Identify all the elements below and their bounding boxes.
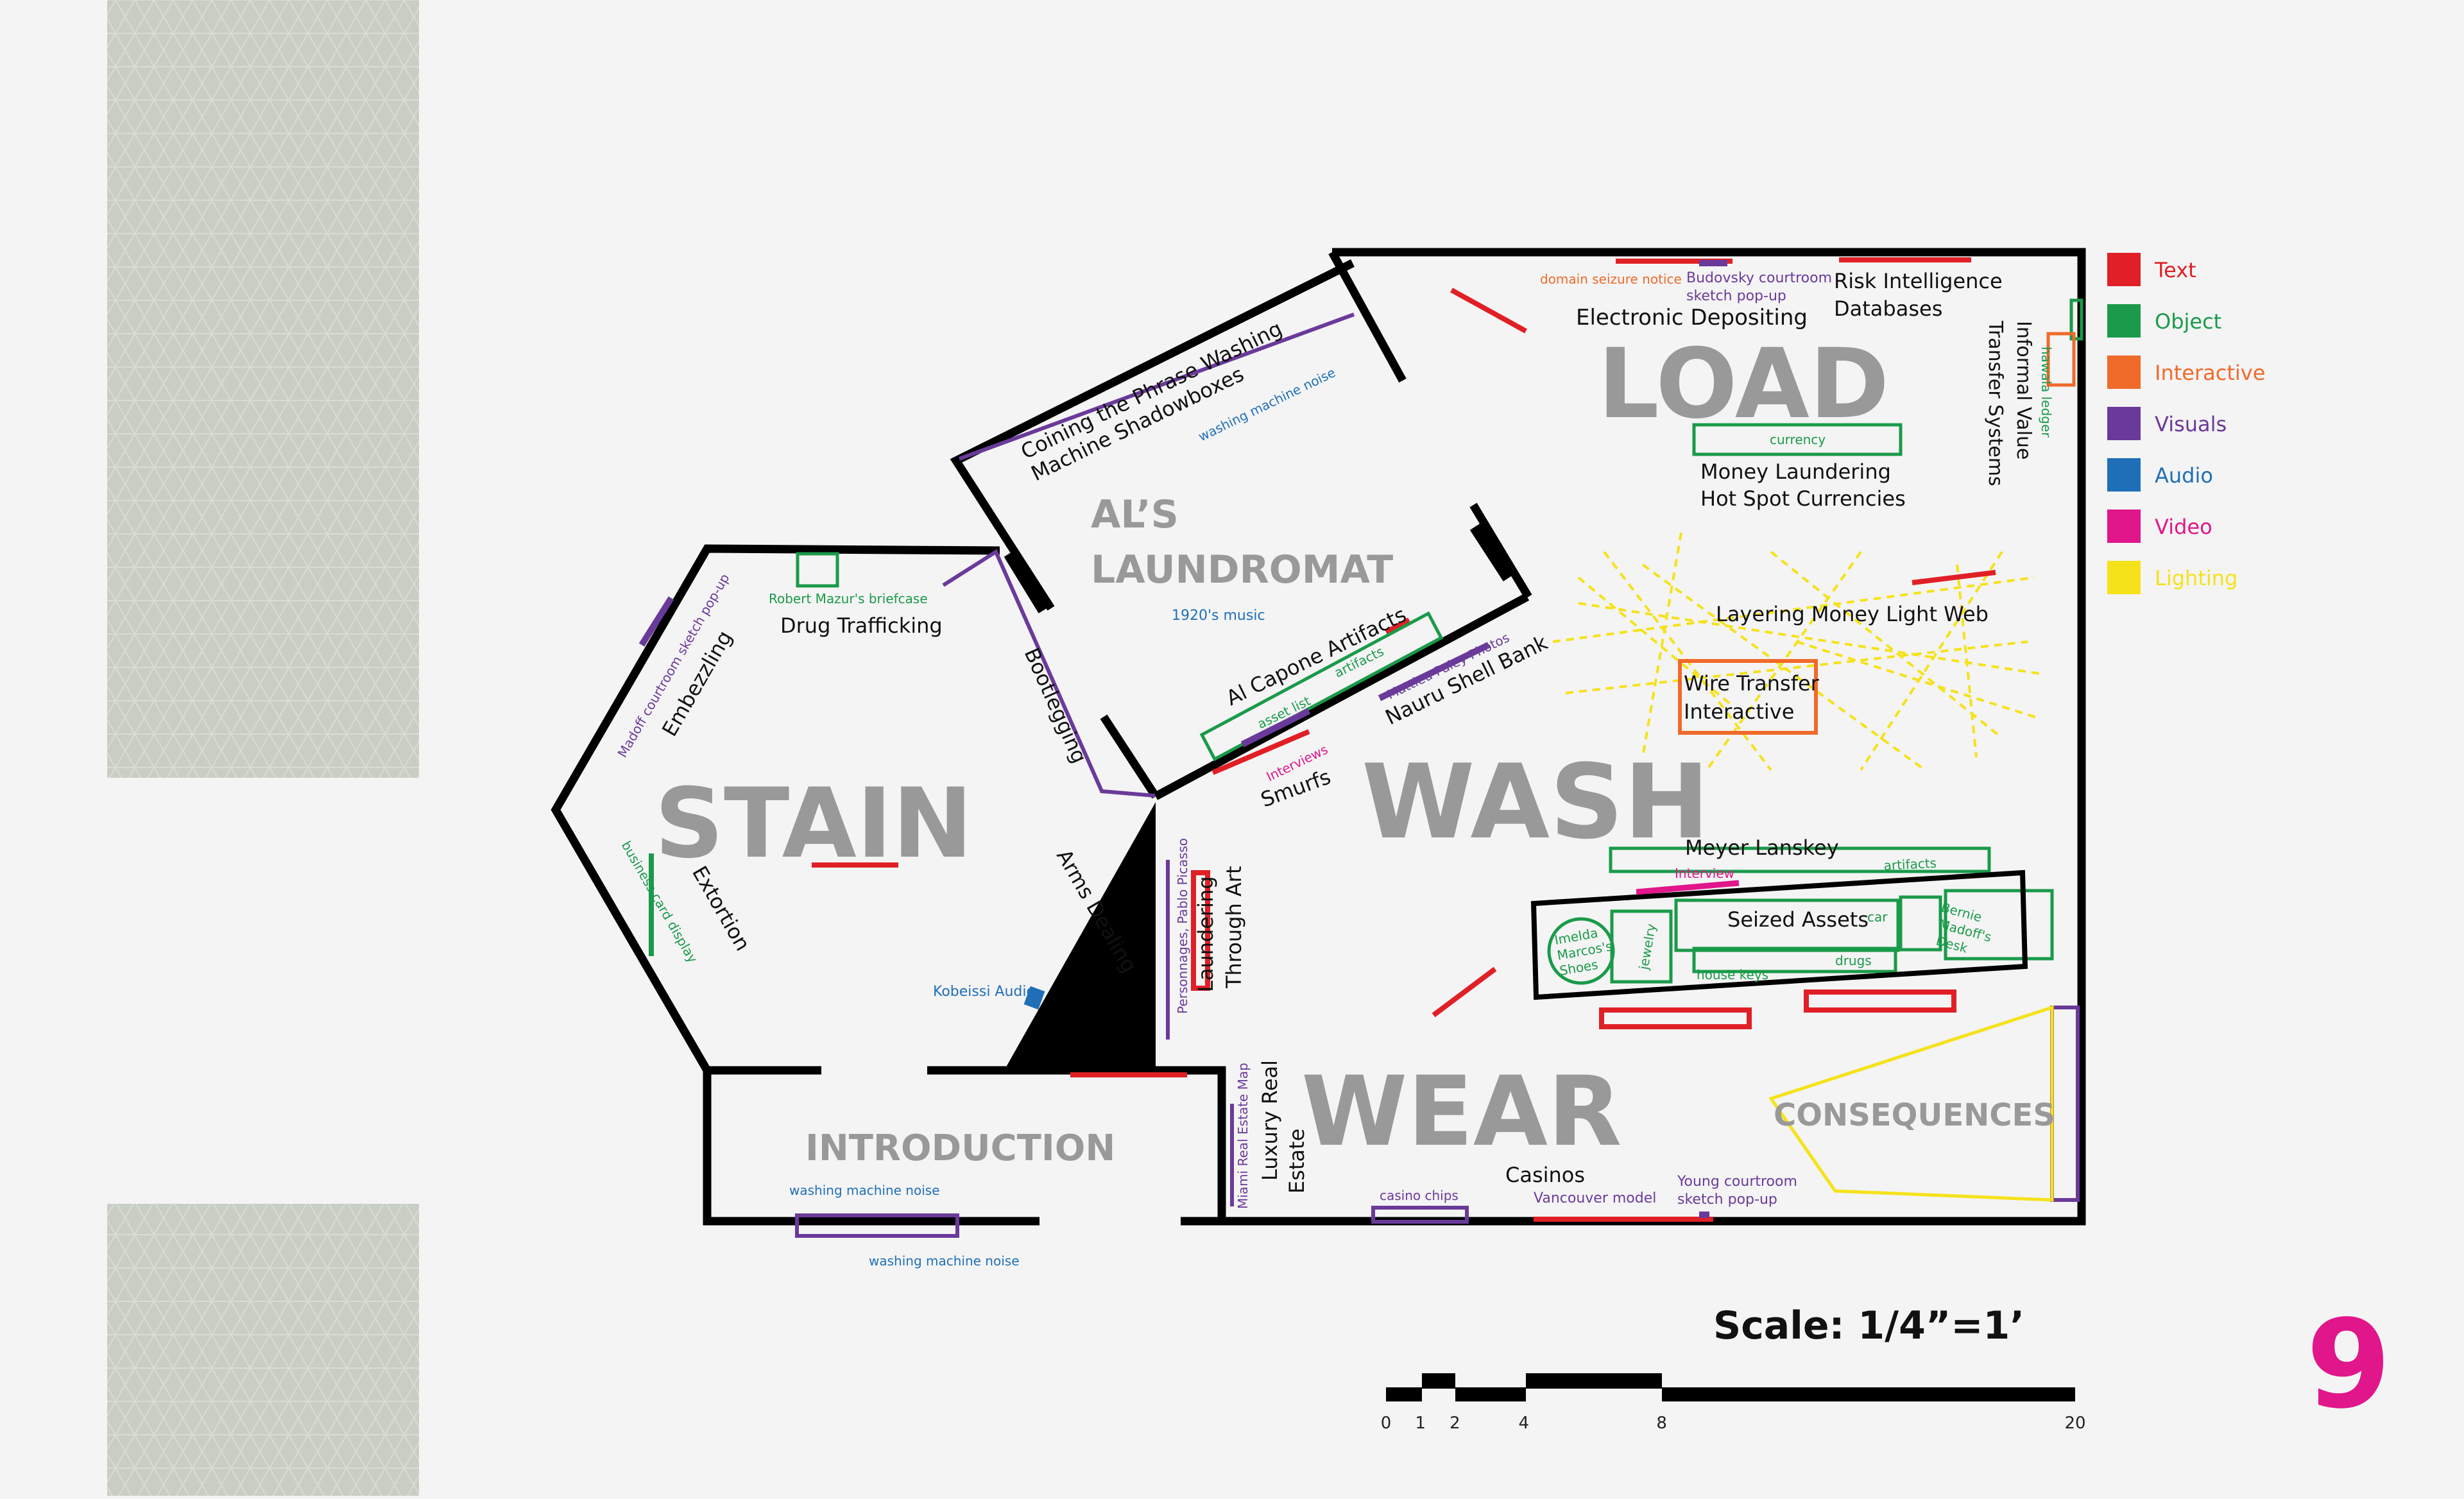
label-vancouver: Vancouver model <box>1534 1190 1656 1206</box>
laundromat-jamb-north <box>1469 502 1532 599</box>
label-washing-noise-intro-2: washing machine noise <box>869 1253 1020 1269</box>
label-mazur: Robert Mazur's briefcase <box>769 591 928 606</box>
label-currency: currency <box>1770 432 1826 447</box>
jamb <box>1469 522 1516 581</box>
label-ivts-line2: Transfer Systems <box>1984 320 2006 486</box>
legend-label-video: Video <box>2155 515 2212 539</box>
label-young-line1: Young courtroom <box>1677 1174 1797 1190</box>
left-panel-bottom <box>107 1204 419 1496</box>
scale-ticks: 0 1 2 4 8 20 <box>1381 1414 2086 1433</box>
label-risk-line2: Databases <box>1834 296 1942 321</box>
zone-wear: WEAR <box>1301 1056 1622 1168</box>
legend-swatch-interactive <box>2107 355 2141 389</box>
label-ivts-line1: Informal Value <box>2012 321 2035 459</box>
wash-top-wall <box>1153 593 1530 800</box>
label-light-web: Layering Money Light Web <box>1716 602 1989 626</box>
visual-markers <box>638 260 2080 1238</box>
jamb <box>1004 549 1051 613</box>
label-picasso: Personnages, Pablo Picasso <box>1175 838 1190 1014</box>
label-luxury-line1: Luxury Real <box>1258 1060 1282 1181</box>
label-mlhc-line1: Money Laundering <box>1700 459 1891 484</box>
scale-title: Scale: 1/4”=1’ <box>1713 1303 2024 1348</box>
legend-label-visuals: Visuals <box>2155 412 2227 436</box>
label-artifacts-meyer: artifacts <box>1883 855 1937 873</box>
left-panel-top <box>107 0 419 778</box>
label-budovsky-line1: Budovsky courtroom <box>1686 270 1832 286</box>
label-drug-trafficking: Drug Trafficking <box>780 613 943 638</box>
scale-bar <box>1386 1373 2075 1401</box>
stain-hex-wall <box>551 544 1000 1075</box>
label-wire-line2: Interactive <box>1684 699 1794 724</box>
zone-load: LOAD <box>1598 329 1889 440</box>
text-markers <box>812 257 1996 1222</box>
zone-consequences: CONSEQUENCES <box>1774 1097 2055 1133</box>
zone-laundromat-line1: AL’S <box>1091 492 1179 537</box>
label-budovsky-line2: sketch pop-up <box>1686 288 1786 304</box>
legend-swatch-lighting <box>2107 561 2141 594</box>
label-casinos: Casinos <box>1505 1163 1585 1187</box>
interactive-markers <box>1678 332 2076 735</box>
consequences-zone <box>1768 1005 2054 1202</box>
legend: TextObjectInteractiveVisualsAudioVideoLi… <box>2107 253 2265 594</box>
seized-assets-case <box>1530 869 2028 1000</box>
scale-tick-20: 20 <box>2064 1414 2085 1433</box>
label-washing-noise-intro-1: washing machine noise <box>789 1183 940 1198</box>
legend-swatch-audio <box>2107 458 2141 492</box>
legend-swatch-video <box>2107 510 2141 543</box>
legend-swatch-text <box>2107 253 2141 286</box>
label-art-line1: Laundering <box>1194 876 1218 992</box>
label-car: car <box>1867 909 1888 925</box>
scale-tick-2: 2 <box>1450 1414 1460 1433</box>
light-web <box>1552 532 2041 771</box>
label-meyer: Meyer Lanskey <box>1685 835 1839 860</box>
zone-laundromat-line2: LAUNDROMAT <box>1091 547 1393 592</box>
label-house-keys: house keys <box>1697 967 1768 982</box>
label-mlhc-line2: Hot Spot Currencies <box>1700 486 1906 511</box>
legend-swatch-object <box>2107 304 2141 338</box>
zone-introduction: INTRODUCTION <box>805 1127 1115 1169</box>
legend-label-lighting: Lighting <box>2155 566 2237 590</box>
door-jambs <box>1004 522 1516 613</box>
label-casino-chips: casino chips <box>1380 1188 1459 1203</box>
scale-tick-8: 8 <box>1656 1414 1667 1433</box>
label-risk-line1: Risk Intelligence <box>1834 269 2003 293</box>
label-kobeissi: Kobeissi Audio <box>933 984 1035 1000</box>
label-luxury-line2: Estate <box>1285 1129 1309 1194</box>
label-1920s-music: 1920's music <box>1172 608 1265 624</box>
scale-tick-4: 4 <box>1519 1414 1530 1433</box>
legend-label-text: Text <box>2154 258 2196 282</box>
scale-tick-0: 0 <box>1381 1414 1392 1433</box>
video-markers <box>1636 880 1740 895</box>
laundromat-south-wall <box>1100 714 1159 799</box>
legend-label-object: Object <box>2155 309 2221 334</box>
label-young-line2: sketch pop-up <box>1677 1192 1777 1208</box>
object-markers <box>649 298 2083 985</box>
load-north-jamb <box>1328 250 1407 383</box>
label-interview: Interview <box>1675 866 1734 881</box>
intro-wall <box>703 1070 1040 1226</box>
label-drugs: drugs <box>1835 953 1872 968</box>
label-miami-map: Miami Real Estate Map <box>1235 1063 1251 1209</box>
label-hawala: hawala ledger <box>2039 347 2054 438</box>
zone-wash: WASH <box>1362 742 1709 862</box>
legend-label-audio: Audio <box>2155 463 2213 488</box>
label-wire-line1: Wire Transfer <box>1684 671 1820 696</box>
audio-markers <box>1023 986 1045 1010</box>
label-seized: Seized Assets <box>1727 907 1869 932</box>
scale-tick-1: 1 <box>1415 1414 1426 1433</box>
page-number: 9 <box>2306 1294 2391 1435</box>
arms-dealing-wall-block <box>1004 802 1156 1070</box>
label-electronic-depositing: Electronic Depositing <box>1576 305 1808 330</box>
zone-stain: STAIN <box>654 768 973 880</box>
scale: Scale: 1/4”=1’ 0 1 2 4 8 20 <box>1381 1303 2086 1433</box>
label-domain-seizure: domain seizure notice <box>1540 271 1682 287</box>
legend-label-interactive: Interactive <box>2155 361 2265 385</box>
legend-swatch-visuals <box>2107 407 2141 440</box>
label-art-line2: Through Art <box>1222 866 1246 989</box>
